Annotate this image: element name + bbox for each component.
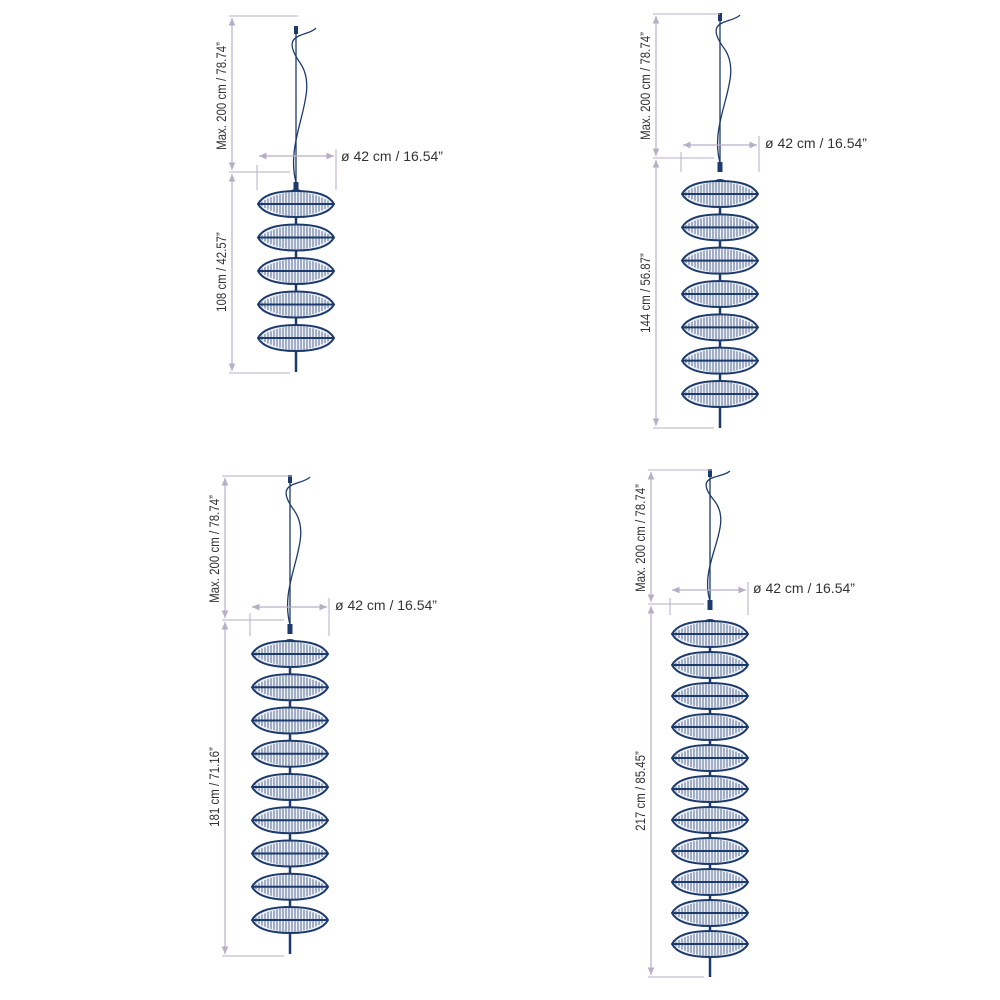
lamp-group-11-tier: Max. 200 cm / 78.74” 217 cm / 85.45” ø 4… [632,469,855,978]
lamp-tier [680,179,760,209]
lamp-group-7-tier: Max. 200 cm / 78.74” 144 cm / 56.87” ø 4… [637,13,867,429]
dimension-lines [647,469,749,978]
lamp-tier [250,739,330,768]
lamp-tier [670,619,750,649]
lamp-tier [670,743,750,773]
cable-connector [287,624,293,634]
power-cable [291,27,317,187]
ceiling-mount [288,475,292,483]
lamp-tier [670,836,750,866]
lamp-drawing [680,13,760,428]
power-cable [715,14,741,167]
lamp-group-5-tier: Max. 200 cm / 78.74” 108 cm / 42.57” ø 4… [213,15,443,374]
lamp-tier [670,681,750,711]
height-label: 181 cm / 71.16” [206,747,222,827]
lamp-tier [670,867,750,897]
lamp-tier [680,379,760,409]
lamp-tier [680,346,760,375]
lamp-tier [250,839,330,868]
cable-drop-label: Max. 200 cm / 78.74” [632,484,648,592]
dimension-lines [228,15,337,374]
lamp-tier [250,673,330,702]
diameter-label: ø 42 cm / 16.54” [341,148,443,164]
lamp-tier [670,929,750,959]
height-label: 108 cm / 42.57” [213,232,229,312]
lamp-tier [256,290,336,319]
cable-drop-label: Max. 200 cm / 78.74” [637,32,653,140]
dimension-lines [652,13,760,429]
lamp-tier [250,872,330,901]
power-cable [285,476,311,629]
ceiling-mount [708,469,712,477]
cable-drop-label: Max. 200 cm / 78.74” [213,42,229,150]
lamp-tier [256,323,336,353]
cable-drop-label: Max. 200 cm / 78.74” [206,495,222,603]
ceiling-mount [718,13,722,21]
lamp-tier [250,772,330,802]
lamp-tier [250,806,330,835]
lamp-tier [680,246,760,275]
ceiling-mount [294,26,298,34]
lamp-tier [256,189,336,219]
lamp-tier [256,256,336,286]
lamp-tier [256,223,336,252]
lamp-group-9-tier: Max. 200 cm / 78.74” 181 cm / 71.16” ø 4… [206,475,437,957]
lamp-drawing [670,469,750,977]
power-cable [705,470,731,605]
height-label: 217 cm / 85.45” [632,751,648,831]
lamp-tier [670,805,750,835]
cable-connector [717,162,723,172]
lamp-tier [680,313,760,342]
lamp-tier [250,905,330,935]
lamp-drawing [256,26,336,372]
lamp-tier [670,774,750,804]
lamp-tier [250,706,330,735]
diameter-label: ø 42 cm / 16.54” [335,597,437,613]
lamp-tier [250,639,330,669]
height-label: 144 cm / 56.87” [637,253,653,333]
lamp-tier [680,279,760,309]
cable-connector [293,182,299,192]
lamp-tier [670,712,750,742]
diameter-label: ø 42 cm / 16.54” [753,580,855,596]
lamp-tier [680,213,760,242]
dimension-lines [221,475,330,957]
diameter-label: ø 42 cm / 16.54” [765,135,867,151]
lamp-tier [670,898,750,928]
cable-connector [707,600,713,610]
lamp-tier [670,650,750,680]
lamp-drawing [250,475,330,954]
